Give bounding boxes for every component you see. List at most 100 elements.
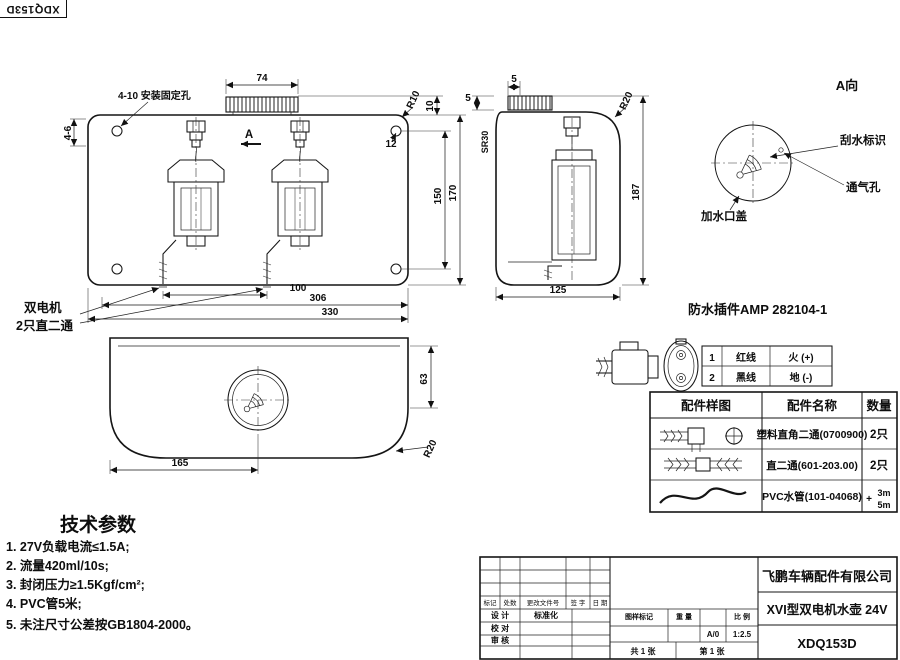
- motor-assembly-side: [508, 116, 597, 282]
- dim-r20-bottom: R20: [422, 438, 440, 460]
- part-qty: 2只: [870, 459, 888, 472]
- pump-outlet-fitting: [266, 239, 281, 284]
- tank-side-outline: [495, 111, 621, 286]
- part-qty-bottom: 5m: [877, 500, 890, 510]
- filler-cap-label: 加水口盖: [700, 209, 747, 223]
- mount-hole: [111, 125, 123, 137]
- dim-330: 330: [322, 307, 339, 318]
- company-name: 飞鹏车辆配件有限公司: [762, 569, 892, 584]
- vent-hole: [778, 147, 784, 153]
- side-view: 5 5 SR30 R20 187 125: [465, 74, 649, 301]
- parts-table: 配件样图 配件名称 数量 塑料直角二通(0700900) 2只: [649, 391, 898, 513]
- dim-306: 306: [310, 293, 327, 304]
- pin-no: 1: [709, 353, 715, 364]
- field-stage-value: A/0: [707, 630, 720, 639]
- motor-assembly-right: [262, 117, 329, 288]
- field-sheet-total: 共 1 张: [631, 646, 657, 656]
- wiper-symbol: [736, 154, 762, 179]
- rev-col-mark: 标记: [484, 598, 498, 607]
- dim-sr30: SR30: [480, 131, 490, 154]
- dim-170: 170: [448, 184, 459, 201]
- pump-outlet-fitting: [162, 239, 177, 284]
- parts-header-sample: 配件样图: [681, 398, 731, 413]
- dim-r20-side: R20: [618, 90, 636, 112]
- dim-5-top: 5: [511, 74, 517, 85]
- section-a-marker: A: [245, 129, 253, 141]
- part-name: PVC水管(101-04068): [762, 490, 862, 503]
- rev-col-date: 日 期: [593, 599, 608, 607]
- dim-165: 165: [172, 458, 189, 469]
- front-view: 74 4-10 安装固定孔 4-6 A: [16, 73, 466, 333]
- rev-col-sign: 签 字: [571, 598, 586, 607]
- drawing-number: XDQ153D: [797, 636, 856, 651]
- connector-title: 防水插件AMP 282104-1: [688, 302, 827, 317]
- tech-param-item: 4. PVC管5米;: [6, 596, 82, 611]
- wiper-symbol-bottom: [243, 393, 264, 413]
- dim-125: 125: [550, 285, 567, 296]
- label-dual-motor: 双电机: [23, 300, 62, 315]
- dim-187: 187: [631, 183, 642, 200]
- pvc-tube-icon: [659, 487, 747, 504]
- tech-param-item: 3. 封闭压力≥1.5Kgf/cm²;: [6, 577, 145, 592]
- mount-hole: [390, 263, 402, 275]
- parts-header-name: 配件名称: [787, 398, 838, 413]
- dim-5-left: 5: [465, 93, 471, 104]
- field-scale-value: 1:2.5: [733, 630, 752, 639]
- part-name: 直二通(601-203.00): [766, 459, 858, 472]
- waterproof-connector-section: 防水插件AMP 282104-1: [596, 302, 833, 392]
- a-view-title: A向: [836, 78, 858, 93]
- mount-hole: [390, 125, 402, 137]
- dim-4-6: 4-6: [63, 125, 74, 140]
- part-qty: 2只: [870, 428, 888, 441]
- label-two-fittings: 2只直二通: [16, 318, 73, 333]
- dim-100: 100: [290, 283, 307, 294]
- wiper-mark-label: 刮水标识: [840, 133, 886, 147]
- technical-parameters: 技术参数 1. 27V负载电流≤1.5A; 2. 流量420ml/10s; 3.…: [6, 513, 198, 632]
- pin-table: 1 红线 火 (+) 2 黑线 地 (-): [701, 345, 833, 387]
- corner-drawing-number-box: XDQ153D: [0, 0, 67, 18]
- title-block: 飞鹏车辆配件有限公司 XVI型双电机水壶 24V XDQ153D 标记 处数 更…: [479, 556, 898, 660]
- pin-wire: 黑线: [736, 371, 756, 384]
- pin-no: 2: [709, 373, 715, 384]
- connector-drawing: [596, 338, 699, 392]
- bottom-view: 63 165 R20: [109, 337, 440, 474]
- product-name: XVI型双电机水壶 24V: [767, 602, 889, 617]
- a-direction-view: A向 刮水标识 通气孔 加水口盖: [700, 78, 886, 223]
- tank-bottom-outline: [109, 337, 409, 459]
- role-design: 设 计: [491, 610, 509, 620]
- rev-col-doc: 更改文件号: [527, 598, 560, 607]
- part-name: 塑料直角二通(0700900): [757, 428, 868, 441]
- tech-params-title: 技术参数: [60, 513, 137, 536]
- tech-param-item: 1. 27V负载电流≤1.5A;: [6, 539, 130, 554]
- pin-polarity: 地 (-): [790, 371, 813, 384]
- role-standardization: 标准化: [533, 610, 558, 620]
- filler-cap-side: [507, 95, 553, 111]
- filler-cap-front: [225, 96, 299, 113]
- elbow-fitting-icon: [660, 427, 743, 452]
- dim-r10: R10: [405, 89, 423, 111]
- field-mark-label: 图样标记: [625, 612, 653, 621]
- dim-63: 63: [419, 373, 430, 385]
- dim-150: 150: [433, 187, 444, 204]
- mount-holes-note: 4-10 安装固定孔: [118, 89, 191, 102]
- dim-10: 10: [425, 100, 436, 112]
- tech-param-item: 2. 流量420ml/10s;: [6, 558, 109, 573]
- field-scale-label: 比 例: [734, 612, 750, 621]
- tech-param-item: 5. 未注尺寸公差按GB1804-2000。: [6, 617, 198, 632]
- filler-neck: [232, 111, 292, 116]
- dim-12: 12: [385, 139, 397, 150]
- role-check: 校 对: [491, 623, 509, 633]
- field-sheet-no: 第 1 张: [700, 646, 726, 656]
- rev-col-count: 处数: [504, 598, 518, 607]
- pin-polarity: 火 (+): [788, 352, 813, 364]
- field-weight-label: 重 量: [676, 612, 692, 621]
- part-qty-top: 3m: [877, 488, 890, 498]
- motor-assembly-left: [158, 117, 225, 288]
- part-qty-plus: +: [866, 494, 872, 505]
- parts-header-qty: 数量: [865, 398, 892, 413]
- pin-wire: 红线: [736, 351, 756, 364]
- mount-hole: [111, 263, 123, 275]
- vent-hole-label: 通气孔: [846, 180, 881, 194]
- dim-74: 74: [256, 73, 268, 84]
